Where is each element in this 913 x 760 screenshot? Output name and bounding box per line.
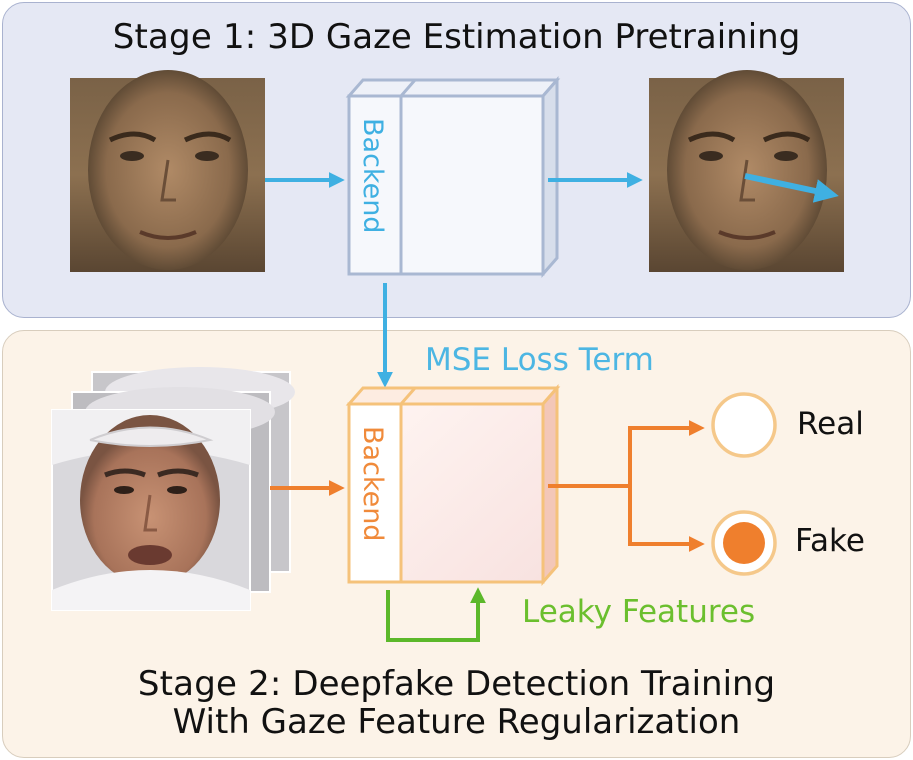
stage1-backend-block: Backend [345,76,561,278]
stage2-backend-label: Backend [357,426,388,541]
stage1-input-face-image [70,70,265,272]
stage2-title-line2: With Gaze Feature Regularization [172,702,741,742]
mse-loss-label: MSE Loss Term [425,342,654,378]
fake-output-node-fill [723,522,765,564]
stage1-title: Stage 1: 3D Gaze Estimation Pretraining [0,17,913,57]
stage1-title-bold: Stage 1: [112,17,257,57]
stage2-title-bold: Stage 2: [137,664,282,704]
fake-branch-arrow [628,486,705,552]
stage1-backend-label: Backend [357,118,388,233]
stage2-input-face-stack [51,367,295,611]
stage1-title-rest: 3D Gaze Estimation Pretraining [256,17,801,57]
real-branch-arrow [548,420,705,488]
stage2-backend-block: Backend [345,384,561,586]
stage1-output-face-image [649,70,844,272]
leaky-features-arrow [386,587,486,642]
real-output-node [711,392,777,458]
gaze-direction-arrow [744,173,839,203]
stage2-title: Stage 2: Deepfake Detection Training [0,664,913,704]
stage2-title-rest: Deepfake Detection Training [281,664,776,704]
fake-output-label: Fake [795,523,865,559]
leaky-features-label: Leaky Features [522,594,756,630]
real-output-label: Real [797,406,864,442]
